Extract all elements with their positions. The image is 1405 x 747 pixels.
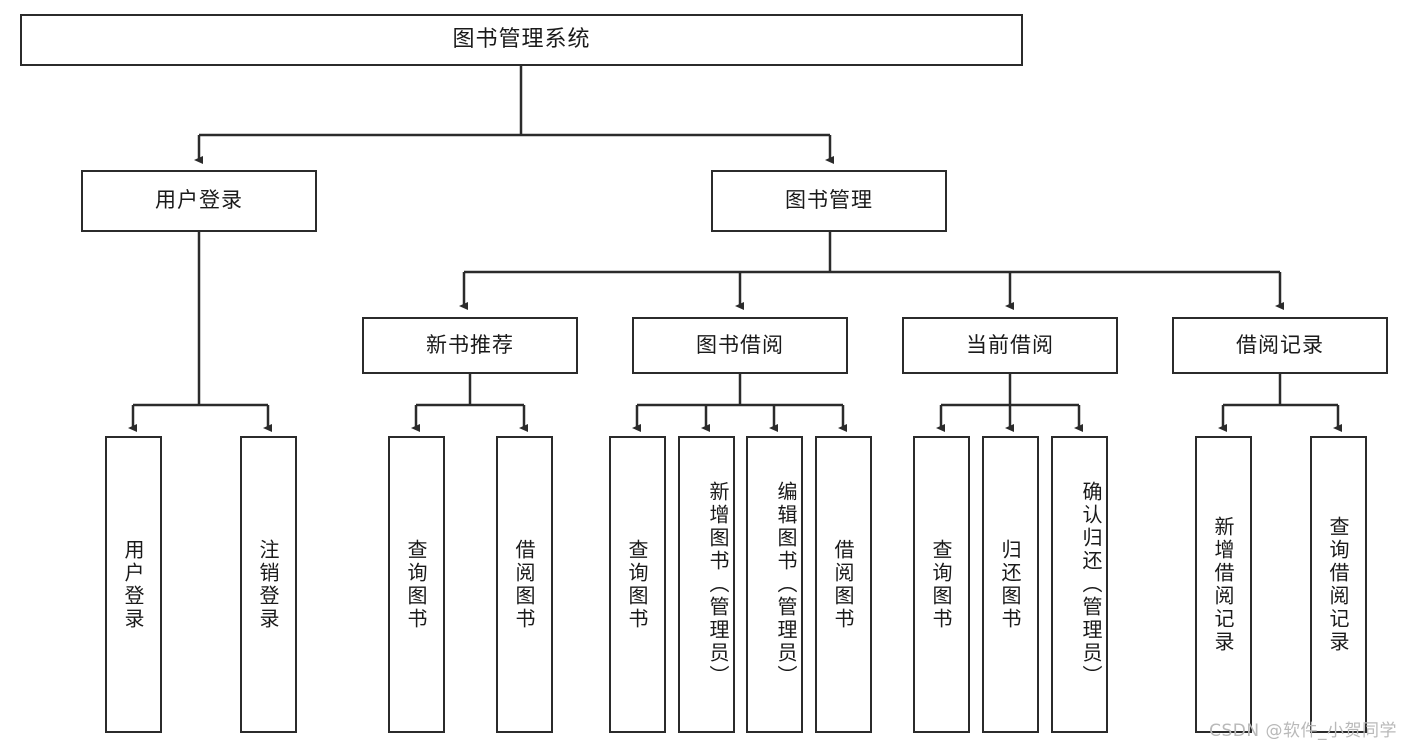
node-borrow-record[interactable]: 借阅记录 (1172, 317, 1388, 374)
leaf-return-book[interactable]: 归还图书 (982, 436, 1039, 733)
leaf-user-login[interactable]: 用户登录 (105, 436, 162, 733)
node-current-borrow[interactable]: 当前借阅 (902, 317, 1118, 374)
watermark: CSDN @软件_小贺同学 (1209, 721, 1397, 741)
leaf-add-borrow-record[interactable]: 新增借阅记录 (1195, 436, 1252, 733)
leaf-query-book-current[interactable]: 查询图书 (913, 436, 970, 733)
leaf-query-book-borrow[interactable]: 查询图书 (609, 436, 666, 733)
leaf-query-book-recommend[interactable]: 查询图书 (388, 436, 445, 733)
leaf-edit-book-admin[interactable]: 编辑图书（管理员） (746, 436, 803, 733)
node-root-library-system[interactable]: 图书管理系统 (20, 14, 1023, 66)
node-user-login[interactable]: 用户登录 (81, 170, 317, 232)
leaf-borrow-book[interactable]: 借阅图书 (815, 436, 872, 733)
leaf-query-borrow-record[interactable]: 查询借阅记录 (1310, 436, 1367, 733)
node-new-book-recommend[interactable]: 新书推荐 (362, 317, 578, 374)
leaf-borrow-book-recommend[interactable]: 借阅图书 (496, 436, 553, 733)
leaf-logout-login[interactable]: 注销登录 (240, 436, 297, 733)
node-book-borrow[interactable]: 图书借阅 (632, 317, 848, 374)
node-book-management[interactable]: 图书管理 (711, 170, 947, 232)
leaf-confirm-return-admin[interactable]: 确认归还（管理员） (1051, 436, 1108, 733)
leaf-add-book-admin[interactable]: 新增图书（管理员） (678, 436, 735, 733)
